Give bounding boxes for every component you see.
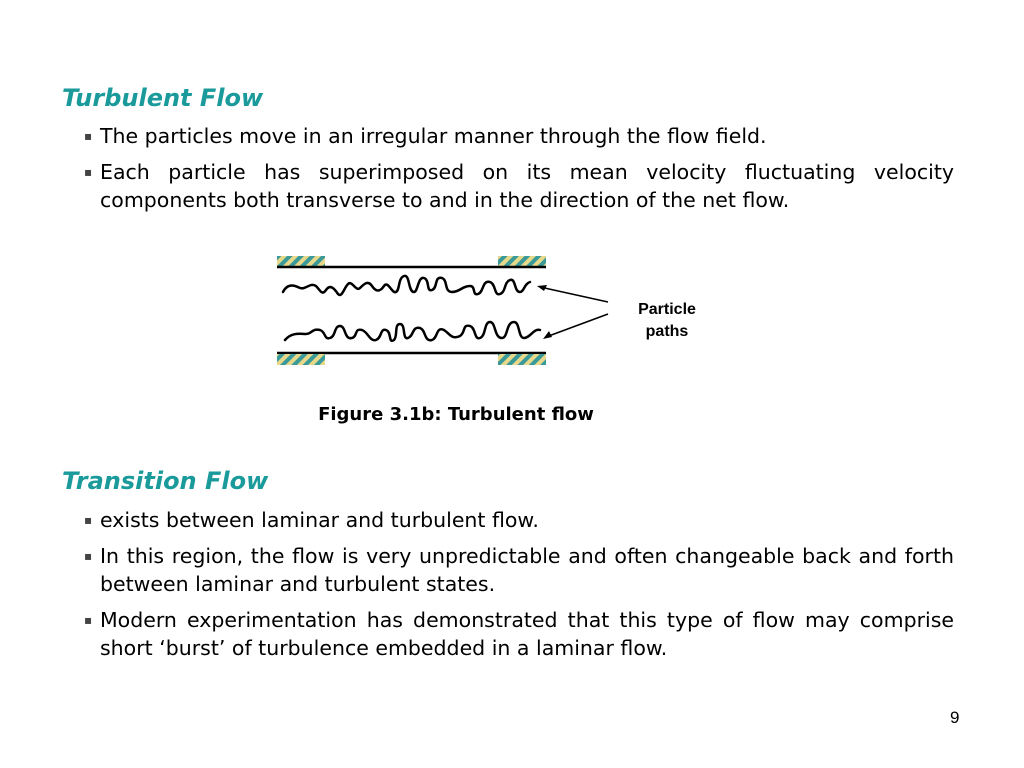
bullet-square-icon: ▪ bbox=[84, 513, 93, 527]
list-item: ▪ Modern experimentation has demonstrate… bbox=[84, 606, 954, 662]
list-item: ▪ Each particle has superimposed on its … bbox=[84, 158, 954, 214]
turbulent-bullet-list: ▪ The particles move in an irregular man… bbox=[84, 122, 954, 222]
arrowhead-upper bbox=[537, 285, 547, 291]
bullet-text: In this region, the flow is very unpredi… bbox=[100, 544, 954, 596]
figure-caption: Figure 3.1b: Turbulent flow bbox=[0, 404, 968, 425]
bottom-left-wall-hatch bbox=[277, 354, 325, 365]
bullet-square-icon: ▪ bbox=[84, 549, 93, 563]
list-item: ▪ In this region, the flow is very unpre… bbox=[84, 542, 954, 598]
top-right-wall-hatch bbox=[498, 256, 546, 267]
bullet-square-icon: ▪ bbox=[84, 613, 93, 627]
particle-path-upper bbox=[281, 274, 532, 297]
bullet-text: Each particle has superimposed on its me… bbox=[100, 160, 954, 212]
bottom-right-wall-hatch bbox=[498, 354, 546, 365]
bullet-text: The particles move in an irregular manne… bbox=[100, 124, 767, 148]
top-left-wall-hatch bbox=[277, 256, 325, 267]
bullet-square-icon: ▪ bbox=[84, 165, 93, 179]
turbulent-flow-diagram: Particle paths bbox=[277, 256, 696, 365]
particle-path-lower bbox=[283, 320, 542, 343]
list-item: ▪ The particles move in an irregular man… bbox=[84, 122, 954, 150]
arrow-to-lower-path bbox=[545, 313, 609, 338]
transition-bullet-list: ▪ exists between laminar and turbulent f… bbox=[84, 506, 954, 670]
bullet-text: Modern experimentation has demonstrated … bbox=[100, 608, 954, 660]
heading-transition-flow: Transition Flow bbox=[62, 467, 269, 495]
particle-paths-label-line1: Particle bbox=[638, 301, 696, 318]
particle-paths-label-line2: paths bbox=[646, 323, 689, 340]
bullet-text: exists between laminar and turbulent flo… bbox=[100, 508, 539, 532]
page-number: 9 bbox=[950, 708, 960, 727]
figure-caption-text: Figure 3.1b: Turbulent flow bbox=[318, 404, 594, 425]
list-item: ▪ exists between laminar and turbulent f… bbox=[84, 506, 954, 534]
arrow-to-upper-path bbox=[539, 286, 609, 303]
arrowhead-lower bbox=[543, 331, 552, 339]
heading-turbulent-flow: Turbulent Flow bbox=[62, 84, 264, 112]
bullet-square-icon: ▪ bbox=[84, 129, 93, 143]
